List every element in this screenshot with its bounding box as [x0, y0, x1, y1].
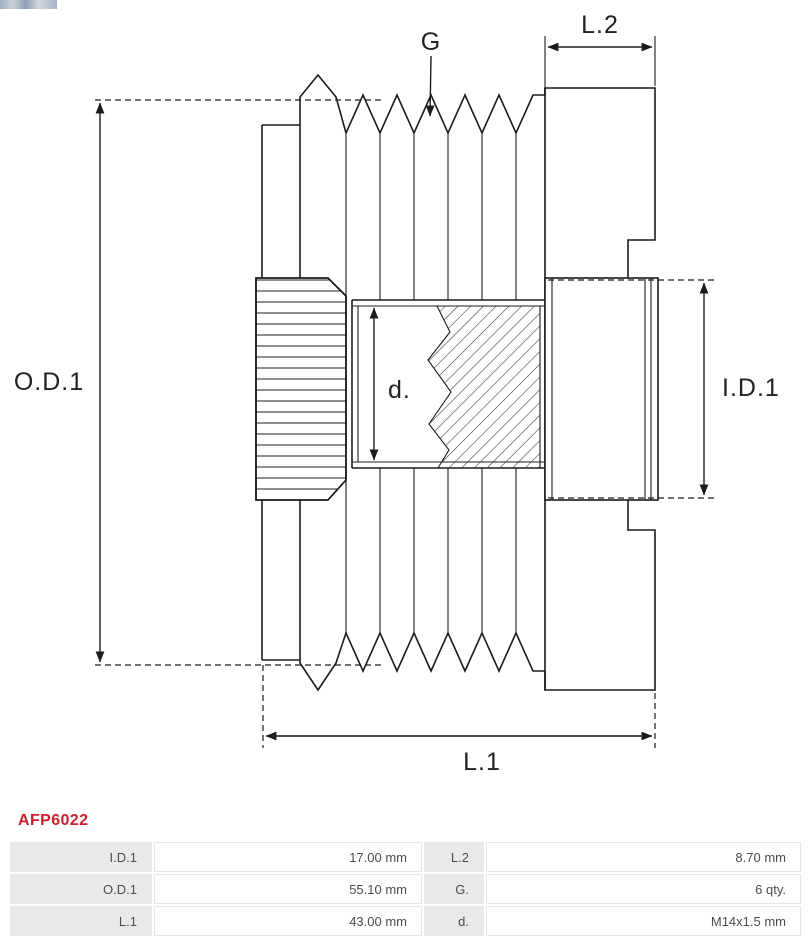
spec-row: O.D.1 55.10 mm G. 6 qty. — [10, 874, 801, 904]
hub-section — [544, 277, 659, 501]
spec-value: 6 qty. — [486, 874, 801, 904]
spec-value: 8.70 mm — [486, 842, 801, 872]
spec-label: L.2 — [424, 842, 484, 872]
spec-row: L.1 43.00 mm d. M14x1.5 mm — [10, 906, 801, 936]
dim-label-id1: I.D.1 — [722, 374, 780, 402]
spec-value: 17.00 mm — [154, 842, 422, 872]
spec-label: O.D.1 — [10, 874, 152, 904]
spec-value: M14x1.5 mm — [486, 906, 801, 936]
dimension-l2: L.2 — [544, 11, 656, 92]
spec-label: G. — [424, 874, 484, 904]
dim-label-od1: O.D.1 — [14, 368, 84, 396]
dim-label-d: d. — [388, 376, 411, 404]
dim-label-g: G — [421, 28, 441, 56]
spec-label: L.1 — [10, 906, 152, 936]
groove-rib-lines — [345, 133, 517, 633]
thread-section — [427, 305, 541, 469]
dimension-l1: L.1 — [262, 665, 656, 776]
knurl-section — [255, 277, 347, 501]
dimension-g: G — [421, 28, 441, 117]
dimension-id1: I.D.1 — [548, 279, 780, 499]
pulley-technical-drawing: O.D.1 I.D.1 d. L.2 G — [14, 11, 780, 776]
spec-value: 55.10 mm — [154, 874, 422, 904]
spec-table: I.D.1 17.00 mm L.2 8.70 mm O.D.1 55.10 m… — [8, 840, 803, 938]
dim-label-l2: L.2 — [581, 11, 619, 39]
spec-value: 43.00 mm — [154, 906, 422, 936]
pulley-outline — [261, 73, 656, 692]
spec-label: d. — [424, 906, 484, 936]
dimension-od1: O.D.1 — [14, 99, 385, 666]
dimension-d: d. — [369, 307, 411, 461]
spec-row: I.D.1 17.00 mm L.2 8.70 mm — [10, 842, 801, 872]
product-code: AFP6022 — [18, 812, 89, 829]
dim-label-l1: L.1 — [463, 748, 501, 776]
spec-label: I.D.1 — [10, 842, 152, 872]
as-pl-logo-fragment — [0, 0, 57, 9]
